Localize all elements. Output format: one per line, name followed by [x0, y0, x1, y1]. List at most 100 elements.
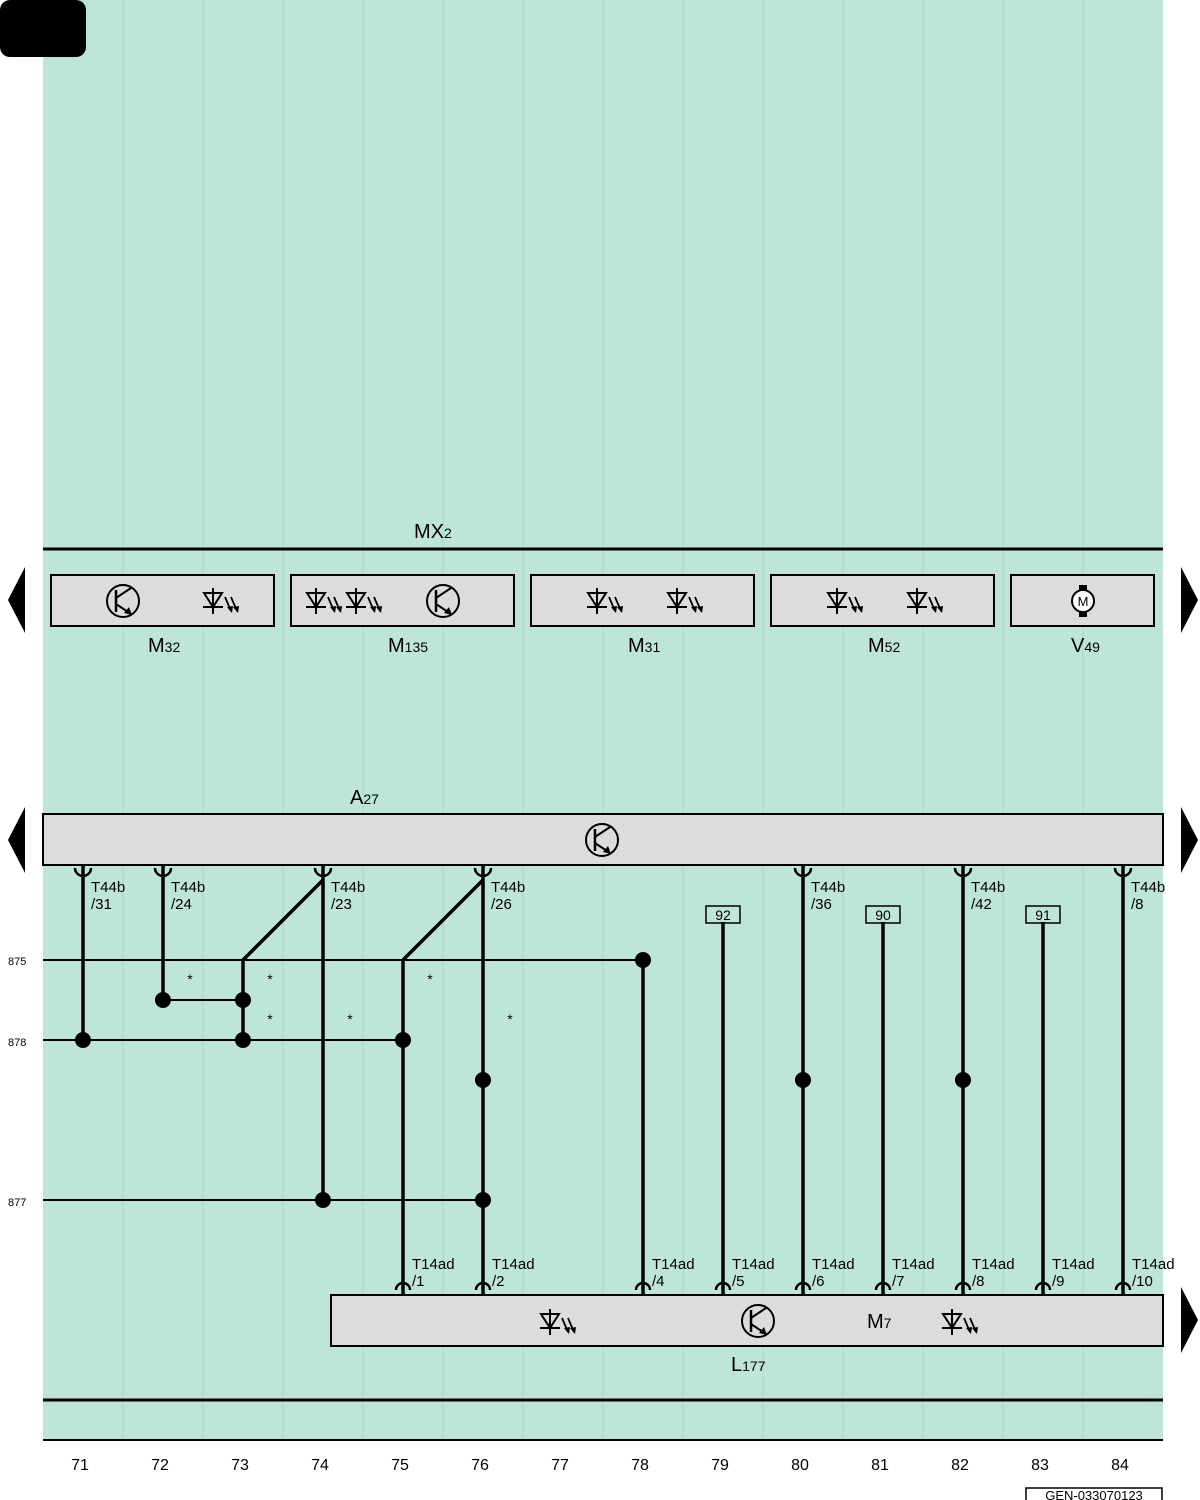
bottom-component-box[interactable]: [330, 1294, 1164, 1347]
wire-diagonal: [241, 878, 325, 962]
junction-dot: [635, 952, 651, 968]
column-number: 81: [871, 1457, 889, 1474]
column-number: 73: [231, 1457, 249, 1474]
transistor-icon: [585, 823, 619, 857]
component-box: [770, 574, 995, 627]
column-number: 80: [791, 1457, 809, 1474]
bottom-connector: T14ad/8: [954, 1256, 1015, 1295]
top-component[interactable]: M31: [530, 574, 755, 657]
reference-box[interactable]: 91: [1025, 905, 1061, 924]
top-connector: T44b/31: [73, 865, 125, 913]
connector-pin: /4: [652, 1273, 665, 1290]
reference-boxes: 92 90 91: [705, 905, 1061, 924]
junction-dot: [475, 1192, 491, 1208]
asterisks: ******: [187, 971, 513, 1027]
column-grid: [122, 0, 1084, 1440]
bottom-component-inner-label: M7: [867, 1311, 892, 1333]
wire-row-label: 877: [8, 1197, 26, 1209]
connector-pin: /9: [1052, 1273, 1065, 1290]
column-number: 71: [71, 1457, 89, 1474]
transistor-icon: [741, 1304, 775, 1338]
junction-dot: [395, 1032, 411, 1048]
connector-name: T44b: [91, 879, 125, 896]
bottom-component-label: L177: [731, 1354, 766, 1376]
led-icon: [906, 588, 943, 614]
column-number: 78: [631, 1457, 649, 1474]
bottom-connector: T14ad/7: [874, 1256, 935, 1295]
led-icon: [305, 588, 342, 614]
connector-name: T14ad: [1132, 1256, 1175, 1273]
mx2-bus-label: MX2: [414, 521, 452, 543]
connector-name: T44b: [171, 879, 205, 896]
led-icon: [202, 588, 239, 614]
column-number: 79: [711, 1457, 729, 1474]
component-label: V49: [1071, 635, 1100, 657]
column-number: 84: [1111, 1457, 1129, 1474]
column-number: 74: [311, 1457, 329, 1474]
top-connector: T44b/24: [153, 865, 205, 913]
connector-pin: /6: [812, 1273, 825, 1290]
asterisk-note: *: [347, 1011, 353, 1027]
connector-pin: /42: [971, 896, 992, 913]
led-icon: [539, 1309, 576, 1335]
top-connector: T44b/26: [473, 865, 525, 913]
nav-arrow-right-mid[interactable]: [1181, 807, 1198, 873]
wire-row-labels: 875 878 877: [8, 956, 26, 1209]
footer-code-box: [1025, 1487, 1163, 1500]
bottom-connector: T14ad/10: [1114, 1256, 1175, 1295]
bottom-connector: T14ad/6: [794, 1256, 855, 1295]
connector-pin: /8: [1131, 896, 1144, 913]
reference-number: 92: [715, 907, 731, 923]
junction-dot: [315, 1192, 331, 1208]
bottom-connector: T14ad/5: [714, 1256, 775, 1295]
reference-number: 90: [875, 907, 891, 923]
column-number: 83: [1031, 1457, 1049, 1474]
component-box: [290, 574, 515, 627]
connector-name: T44b: [971, 879, 1005, 896]
control-unit-box[interactable]: [42, 813, 1164, 866]
junction-dot: [155, 992, 171, 1008]
connector-pin: /31: [91, 896, 112, 913]
top-connector: T44b/8: [1113, 865, 1165, 913]
top-component[interactable]: M32: [50, 574, 275, 657]
top-component[interactable]: M52: [770, 574, 995, 657]
connector-name: T44b: [491, 879, 525, 896]
transistor-icon: [426, 584, 460, 618]
component-label: M52: [868, 635, 900, 657]
top-component[interactable]: M135: [290, 574, 515, 657]
reference-box[interactable]: 92: [705, 905, 741, 924]
component-label: M31: [628, 635, 660, 657]
connector-pin: /1: [412, 1273, 425, 1290]
motor-letter: M: [1078, 594, 1089, 609]
connector-name: T44b: [811, 879, 845, 896]
footer-code: GEN-033070123: [1045, 1488, 1143, 1500]
nav-arrow-left-top[interactable]: [8, 567, 25, 633]
reference-box[interactable]: 90: [865, 905, 901, 924]
nav-arrow-left-mid[interactable]: [8, 807, 25, 873]
bottom-connector: T14ad/2: [474, 1256, 535, 1295]
top-connector: T44b/42: [953, 865, 1005, 913]
top-connector: T44b/36: [793, 865, 845, 913]
component-label: M32: [148, 635, 180, 657]
footer-white-band: [43, 1441, 1163, 1500]
wire-row-label: 878: [8, 1037, 26, 1049]
nav-arrow-right-bottom[interactable]: [1181, 1287, 1198, 1353]
component-label: M135: [388, 635, 428, 657]
connector-pin: /5: [732, 1273, 745, 1290]
connector-pin: /8: [972, 1273, 985, 1290]
junction-dot: [795, 1072, 811, 1088]
connector-name: T14ad: [412, 1256, 455, 1273]
connector-pin: /23: [331, 896, 352, 913]
column-number: 76: [471, 1457, 489, 1474]
nav-arrow-right-top[interactable]: [1181, 567, 1198, 633]
wire-row-label: 875: [8, 956, 26, 968]
led-icon: [941, 1309, 978, 1335]
connector-name: T44b: [1131, 879, 1165, 896]
connector-name: T14ad: [732, 1256, 775, 1273]
top-component[interactable]: M V49: [1010, 574, 1155, 657]
bottom-connector: T14ad/9: [1034, 1256, 1095, 1295]
connector-name: T14ad: [492, 1256, 535, 1273]
top-components: M32 M135 M31 M52 M V49: [50, 574, 1155, 657]
